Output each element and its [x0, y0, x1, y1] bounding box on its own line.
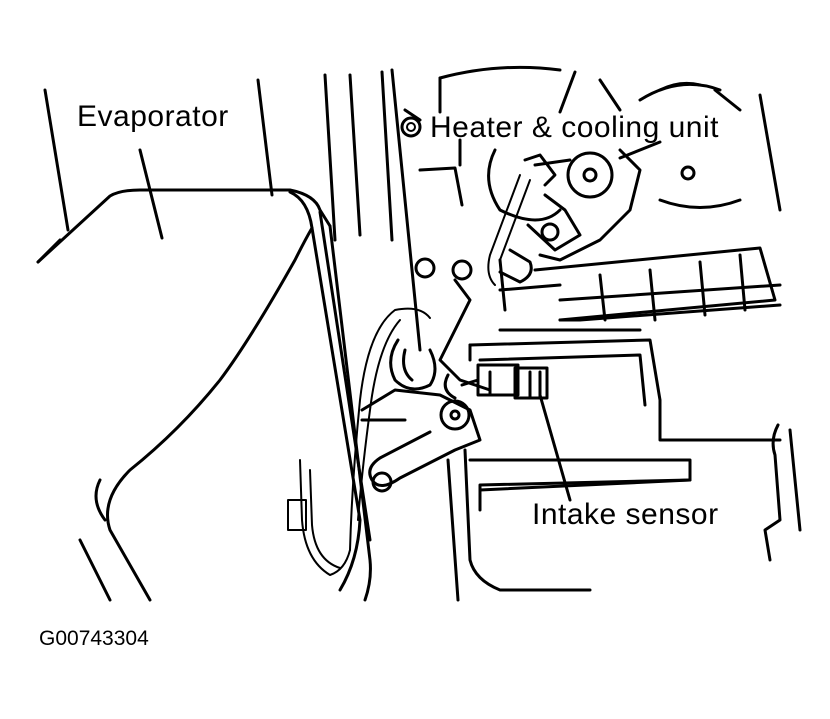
intake-sensor-connector [460, 363, 549, 400]
sensor-wire [287, 307, 431, 576]
heater-cooling-unit-label: Heater & cooling unit [430, 111, 719, 144]
linkage-bracket [360, 257, 492, 493]
upper-mechanism [403, 65, 782, 312]
circle-marker-icon-inner [406, 122, 416, 132]
background-frame-lines [43, 68, 422, 352]
figure-id: G00743304 [39, 627, 149, 650]
circle-marker-icon [400, 116, 422, 138]
duct-grid [446, 246, 802, 602]
evaporator-shape [36, 188, 372, 602]
heater-cooling-unit-leader [618, 140, 662, 160]
intake-sensor-label: Intake sensor [532, 498, 719, 531]
evaporator-leader [138, 148, 164, 240]
evaporator-label: Evaporator [77, 100, 229, 133]
intake-sensor-leader [538, 393, 572, 502]
